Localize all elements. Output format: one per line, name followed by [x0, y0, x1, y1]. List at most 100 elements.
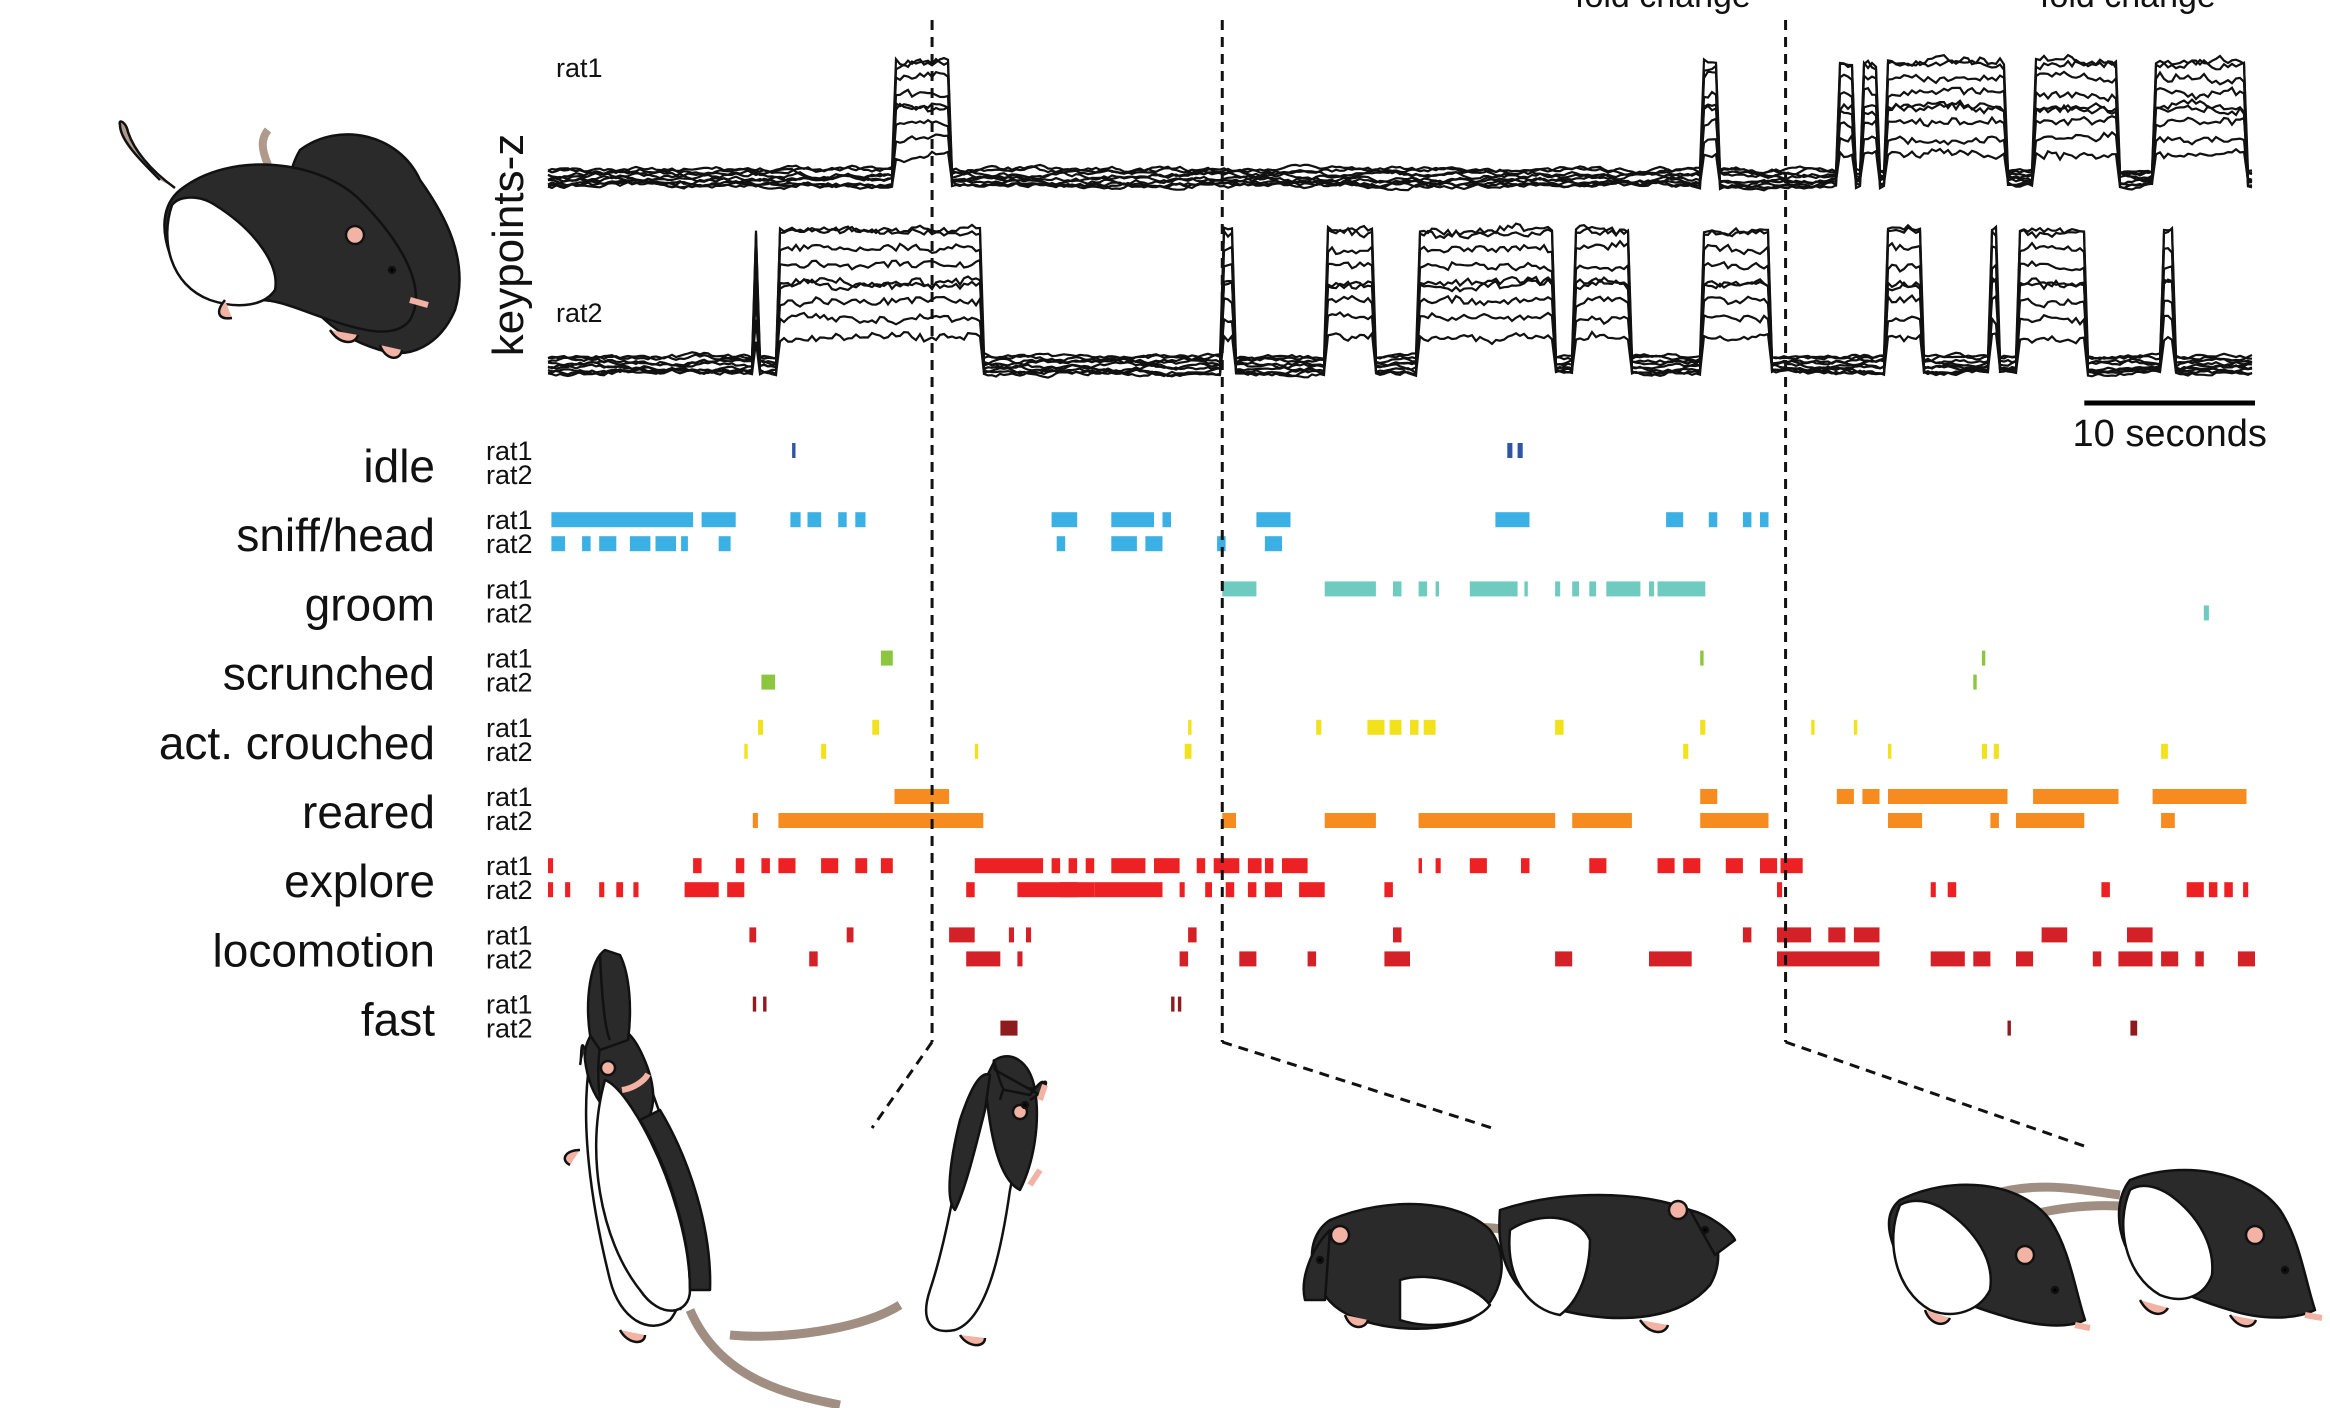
bout-act-crouched-rat2: [1981, 743, 1987, 759]
bout-explore-rat1: [548, 858, 554, 874]
bout-scrunched-rat2: [761, 674, 776, 690]
bout-reared-rat2: [1572, 813, 1632, 828]
bout-explore-rat1: [1196, 858, 1206, 874]
bout-explore-rat2: [966, 882, 975, 898]
bout-scrunched-rat1: [880, 650, 893, 666]
bout-fast-rat2: [1000, 1020, 1018, 1036]
bout-scrunched-rat2: [1973, 674, 1977, 690]
bout-explore-rat1: [974, 858, 1044, 874]
bout-explore-rat1: [1068, 858, 1078, 874]
bout-locomotion-rat1: [1828, 927, 1846, 943]
row-label-rat2: rat2: [486, 1014, 533, 1044]
bout-explore-rat1: [1780, 858, 1803, 874]
bout-reared-rat2: [752, 813, 758, 828]
bout-explore-rat1: [1469, 858, 1487, 874]
row-label-rat1: rat1: [486, 574, 533, 604]
bout-sniff-head-rat2: [629, 536, 651, 552]
walking-rats-illustration: [1887, 1168, 2323, 1331]
event-zoom-line: [1221, 1040, 1493, 1130]
bout-locomotion-rat1: [1742, 927, 1752, 943]
event-zoom-line: [1785, 1040, 2088, 1149]
bout-act-crouched-rat1: [1423, 719, 1436, 735]
bout-explore-rat2: [1247, 882, 1257, 898]
bout-explore-rat2: [684, 882, 719, 898]
bout-reared-rat2: [778, 813, 856, 828]
bout-act-crouched-rat1: [1555, 719, 1564, 735]
bout-explore-rat2: [599, 882, 605, 898]
bout-locomotion-rat1: [2127, 927, 2153, 943]
bout-locomotion-rat2: [2161, 951, 2179, 967]
bout-fast-rat1: [752, 996, 757, 1012]
bout-groom-rat1: [1469, 581, 1518, 597]
keypoint-trace-rat2: [547, 225, 2253, 378]
bout-scrunched-rat1: [1981, 650, 1986, 666]
bout-reared-rat1: [2152, 789, 2247, 804]
row-label-rat2: rat2: [486, 737, 533, 767]
bout-fast-rat2: [2007, 1020, 2011, 1036]
bout-explore-rat2: [633, 882, 639, 898]
bout-explore-rat1: [1589, 858, 1607, 874]
row-label-rat2: rat2: [486, 529, 533, 559]
bout-explore-rat1: [1435, 858, 1441, 874]
bout-explore-rat2: [1017, 882, 1095, 898]
bout-locomotion-rat2: [1930, 951, 1965, 967]
bout-explore-rat2: [2243, 882, 2249, 898]
bout-locomotion-rat2: [1239, 951, 1257, 967]
bout-act-crouched-rat2: [2161, 743, 2168, 759]
bout-explore-rat2: [1094, 882, 1163, 898]
bout-groom-rat1: [1555, 581, 1561, 597]
bout-explore-rat2: [2186, 882, 2204, 898]
bout-scrunched-rat1: [1700, 650, 1704, 666]
row-label-rat2: rat2: [486, 944, 533, 974]
keypoint-trace-rat2: [547, 239, 2253, 369]
keypoint-traces-rat2: [547, 222, 2253, 379]
bout-groom-rat1: [1649, 581, 1655, 597]
bout-explore-rat2: [1930, 882, 1936, 898]
bout-locomotion-rat1: [2041, 927, 2068, 943]
bout-sniff-head-rat1: [807, 512, 822, 528]
bout-reared-rat1: [1700, 789, 1718, 804]
bout-groom-rat1: [1589, 581, 1597, 597]
bout-sniff-head-rat1: [551, 512, 694, 528]
bout-act-crouched-rat1: [872, 719, 880, 735]
event-zoom-line: [870, 1041, 934, 1129]
bout-groom-rat1: [1435, 581, 1439, 597]
bout-explore-rat1: [880, 858, 893, 874]
bout-sniff-head-rat1: [1111, 512, 1154, 528]
bout-locomotion-rat2: [1179, 951, 1189, 967]
bout-idle-rat1: [1507, 443, 1513, 458]
bout-explore-rat1: [1683, 858, 1701, 874]
keypoint-trace-rat2: [547, 293, 2253, 368]
row-label-rat2: rat2: [486, 668, 533, 698]
bout-sniff-head-rat2: [718, 536, 731, 552]
bout-explore-rat1: [1725, 858, 1743, 874]
bout-locomotion-rat2: [1777, 951, 1880, 967]
bout-act-crouched-rat2: [1683, 743, 1689, 759]
bout-explore-rat2: [1060, 882, 1078, 898]
bout-groom-rat2: [2203, 605, 2209, 621]
bout-sniff-head-rat1: [790, 512, 801, 528]
bout-fast-rat2: [2130, 1020, 2138, 1036]
bout-locomotion-rat1: [1188, 927, 1197, 943]
keypoints-axis-title: keypoints-z: [484, 134, 533, 357]
bout-act-crouched-rat2: [1888, 743, 1892, 759]
bout-act-crouched-rat1: [1389, 719, 1402, 735]
bout-fast-rat1: [763, 996, 767, 1012]
bout-sniff-head-rat1: [1666, 512, 1684, 528]
bout-reared-rat2: [1418, 813, 1556, 828]
row-label-rat1: rat1: [486, 990, 533, 1020]
bout-sniff-head-rat1: [1760, 512, 1769, 528]
bout-locomotion-rat2: [2016, 951, 2034, 967]
bout-explore-rat2: [1205, 882, 1212, 898]
keypoint-trace-rat1: [547, 53, 2253, 176]
row-label-rat2: rat2: [486, 598, 533, 628]
bout-locomotion-rat2: [1384, 951, 1410, 967]
rat-pair-illustration: [118, 120, 461, 359]
bout-act-crouched-rat1: [1811, 719, 1815, 735]
bout-reared-rat2: [1222, 813, 1236, 828]
bout-explore-rat2: [1947, 882, 1957, 898]
bout-explore-rat1: [1154, 858, 1163, 874]
bout-sniff-head-rat2: [551, 536, 566, 552]
bout-act-crouched-rat2: [1184, 743, 1192, 759]
